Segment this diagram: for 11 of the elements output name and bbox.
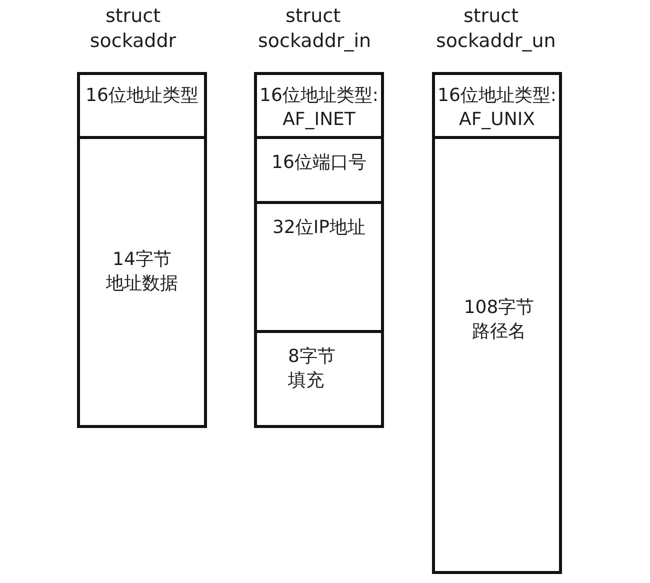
- field-label: 8字节填充: [288, 345, 336, 393]
- field-label: 16位地址类型: [86, 84, 198, 108]
- struct-name: struct sockaddr_in: [257, 4, 372, 54]
- field-label: 108字节路径名: [462, 296, 536, 344]
- field-label: 16位端口号: [272, 151, 366, 175]
- struct-name: struct sockaddr_un: [435, 4, 557, 54]
- field-label: 14字节地址数据: [105, 248, 179, 296]
- field-label: 16位地址类型: AF_UNIX: [436, 84, 558, 132]
- field-label: 16位地址类型: AF_INET: [258, 84, 380, 132]
- field-label: 32位IP地址: [272, 216, 366, 240]
- struct-name: struct sockaddr: [88, 4, 178, 54]
